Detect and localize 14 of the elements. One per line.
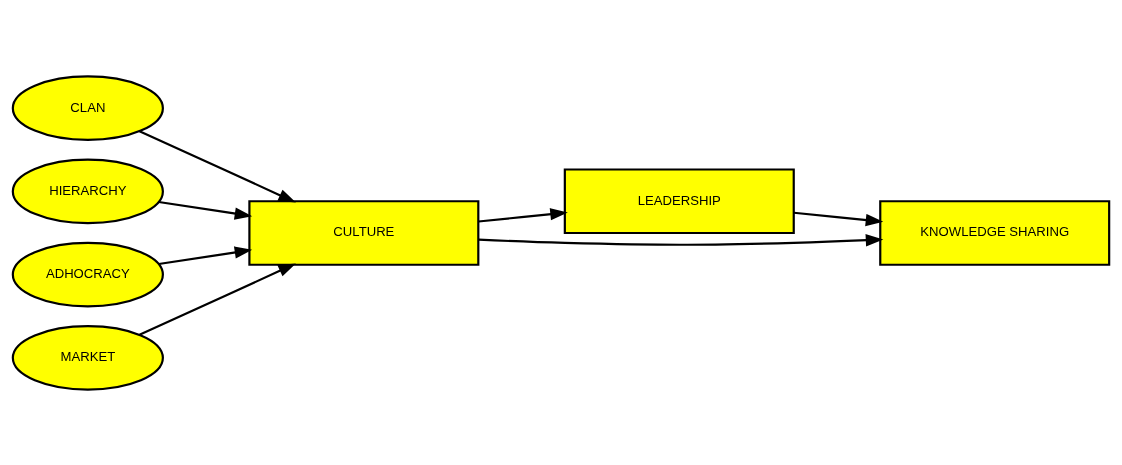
node-ellipse: ADHOCRACY: [11, 241, 164, 307]
node-ellipse: MARKET: [11, 324, 164, 391]
arrow: [139, 262, 296, 336]
arrow: [139, 129, 296, 203]
node-box: KNOWLEDGE SHARING: [879, 199, 1111, 266]
node-box: LEADERSHIP: [563, 167, 795, 234]
arrow: [158, 200, 253, 220]
node-ellipse: HIERARCHY: [11, 158, 164, 224]
arrow: [793, 211, 884, 226]
arrow: [478, 207, 568, 223]
arrow: [478, 233, 884, 246]
node-box: CULTURE: [248, 199, 480, 266]
arrow: [158, 245, 253, 265]
node-ellipse: CLAN: [11, 74, 164, 141]
